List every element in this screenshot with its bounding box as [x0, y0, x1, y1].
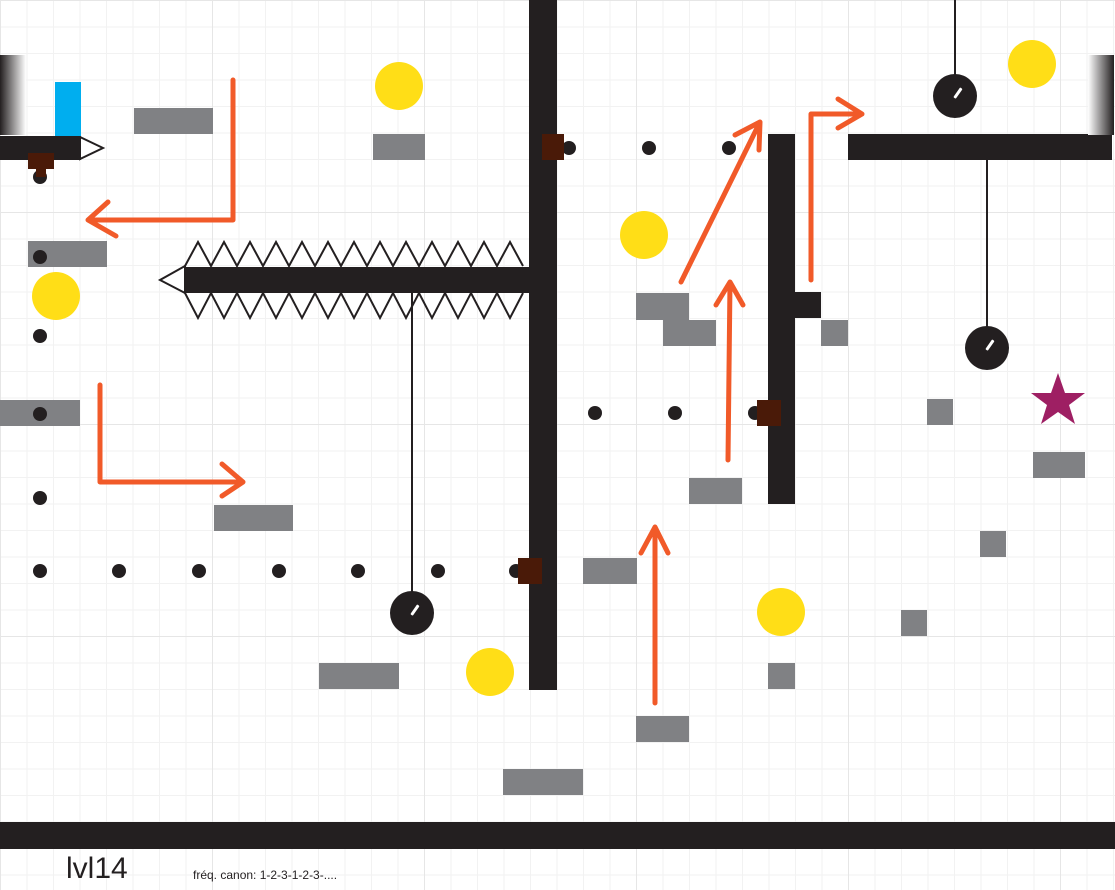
cannon-icon [518, 558, 542, 584]
platform [689, 478, 742, 504]
platform [901, 610, 927, 636]
spike-row-bottom-icon [184, 290, 524, 321]
projectile-dot [351, 564, 365, 578]
star-icon [1031, 373, 1085, 424]
mace-rope [411, 293, 413, 593]
cannon-frequency-note: fréq. canon: 1-2-3-1-2-3-.... [193, 868, 338, 882]
platform [636, 293, 689, 320]
cannon-icon [757, 400, 781, 426]
projectile-dot [722, 141, 736, 155]
platform [768, 663, 795, 689]
cannon-icon [36, 160, 46, 177]
platform [134, 108, 213, 134]
platform [319, 663, 399, 689]
player-block-icon[interactable] [55, 82, 81, 136]
mace-icon [390, 591, 434, 635]
right-pillar [768, 134, 795, 504]
right-exit-post [1088, 55, 1114, 135]
right-pillar-notch [795, 292, 821, 318]
projectile-dot [33, 329, 47, 343]
projectile-dot [431, 564, 445, 578]
platform [214, 505, 293, 531]
projectile-dot [33, 250, 47, 264]
projectile-dot [668, 406, 682, 420]
spike-tip-icon [157, 264, 186, 295]
projectile-dot [33, 564, 47, 578]
path-arrow-icon [808, 96, 865, 283]
projectile-dot [642, 141, 656, 155]
platform [373, 134, 425, 160]
left-exit-post [0, 55, 26, 135]
cannon-icon [542, 134, 564, 160]
platform [663, 320, 716, 346]
path-arrow-icon [713, 279, 746, 463]
platform [1033, 452, 1085, 478]
spike-tip-icon [79, 135, 106, 161]
projectile-dot [192, 564, 206, 578]
projectile-dot [588, 406, 602, 420]
projectile-dot [33, 491, 47, 505]
mace-icon [965, 326, 1009, 370]
coin-icon [1008, 40, 1056, 88]
platform [927, 399, 953, 425]
projectile-dot [33, 407, 47, 421]
projectile-dot [112, 564, 126, 578]
coin-icon [375, 62, 423, 110]
floor-wall [0, 822, 1115, 849]
platform [821, 320, 848, 346]
spike-row-top-icon [184, 239, 524, 269]
platform [583, 558, 637, 584]
path-arrow-icon [678, 119, 763, 285]
projectile-dot [562, 141, 576, 155]
platform [503, 769, 583, 795]
coin-icon [466, 648, 514, 696]
mace-rope [986, 160, 988, 328]
level-name: lvl14 [66, 852, 128, 885]
platform [980, 531, 1006, 557]
mace-icon [933, 74, 977, 118]
coin-icon [757, 588, 805, 636]
path-arrow-icon [97, 382, 246, 499]
platform [636, 716, 689, 742]
goal-ledge [848, 134, 1112, 160]
central-pillar [529, 0, 557, 690]
mace-rope [954, 0, 956, 76]
path-arrow-icon [638, 524, 671, 706]
projectile-dot [272, 564, 286, 578]
spiked-beam [185, 267, 529, 293]
coin-icon [32, 272, 80, 320]
path-arrow-icon [85, 77, 236, 239]
coin-icon [620, 211, 668, 259]
